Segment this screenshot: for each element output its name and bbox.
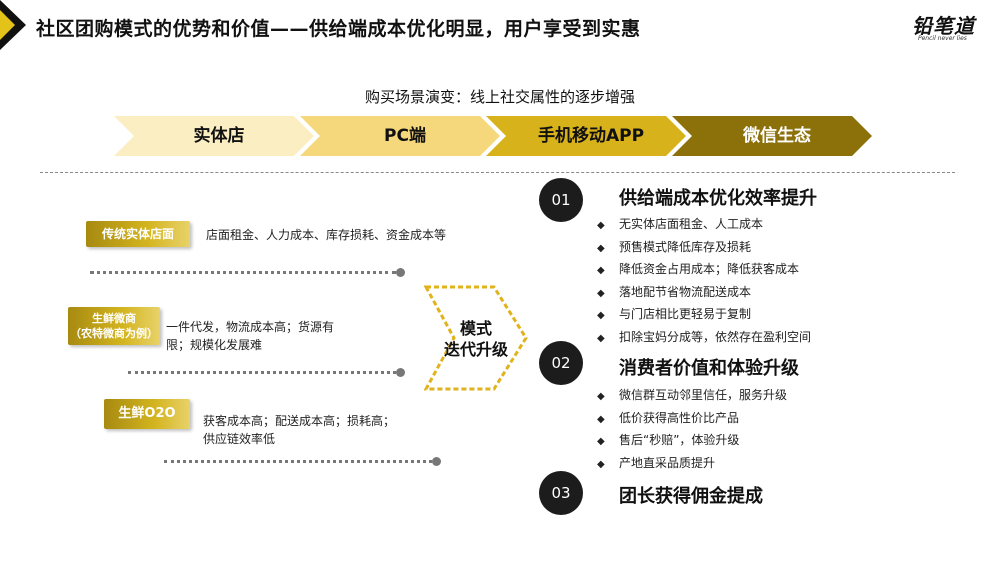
section-number-03: 03 <box>539 471 583 515</box>
list-item: ◆与门店相比更轻易于复制 <box>597 303 811 326</box>
model-tag-line2: （农特微商为例） <box>70 327 158 340</box>
stage-label-3: 手机移动APP <box>537 126 645 146</box>
list-item: ◆降低资金占用成本；降低获客成本 <box>597 258 811 281</box>
stage-chevrons-graphic <box>114 116 872 156</box>
section-title-supply: 供给端成本优化效率提升 <box>619 188 817 209</box>
logo-text: 铅笔道 <box>912 14 975 38</box>
stage-chevron-4 <box>672 116 872 156</box>
iteration-arrow-icon <box>424 285 528 391</box>
model-tag-fresh-wechat-business: 生鲜微商 （农特微商为例） <box>68 307 160 345</box>
diamond-bullet-icon: ◆ <box>597 391 605 402</box>
section-title-leader: 团长获得佣金提成 <box>619 486 763 507</box>
model-desc-line2: 供应链效率低 <box>203 432 276 446</box>
model-desc-fresh-o2o: 获客成本高；配送成本高；损耗高； 供应链效率低 <box>203 412 395 448</box>
section-number-01: 01 <box>539 178 583 222</box>
stage-label-1: 实体店 <box>193 126 245 146</box>
stage-chevron-3 <box>486 116 686 156</box>
diamond-bullet-icon: ◆ <box>597 413 605 425</box>
diamond-bullet-icon: ◆ <box>597 332 605 344</box>
model-dotted-line-3 <box>164 460 432 464</box>
logo-subtext: Pencil never lies <box>918 35 967 42</box>
model-desc-physical-store: 店面租金、人力成本、库存损耗、资金成本等 <box>206 228 447 242</box>
page-title: 社区团购模式的优势和价值——供给端成本优化明显，用户享受到实惠 <box>36 18 641 40</box>
iteration-label-line2: 迭代升级 <box>443 340 508 359</box>
list-item: ◆无实体店面租金、人工成本 <box>597 213 811 236</box>
diamond-bullet-icon: ◆ <box>597 265 605 276</box>
model-dot-end-2 <box>396 368 405 377</box>
brand-logo: 铅笔道 Pencil never lies <box>906 8 990 46</box>
diamond-bullet-icon: ◆ <box>597 458 605 470</box>
stage-label-2: PC端 <box>384 126 426 146</box>
model-tag-line1: 生鲜微商 <box>92 312 136 325</box>
section-divider <box>40 172 955 173</box>
diamond-bullet-icon: ◆ <box>597 242 605 254</box>
model-desc-line1: 获客成本高；配送成本高；损耗高； <box>203 414 396 428</box>
list-item: ◆售后“秒赔”，体验升级 <box>597 429 787 452</box>
section-title-consumer: 消费者价值和体验升级 <box>619 358 799 379</box>
list-item: ◆低价获得高性价比产品 <box>597 407 787 430</box>
supply-benefit-list: ◆无实体店面租金、人工成本 ◆预售模式降低库存及损耗 ◆降低资金占用成本；降低获… <box>597 213 811 348</box>
consumer-benefit-list: ◆微信群互动邻里信任，服务升级 ◆低价获得高性价比产品 ◆售后“秒赔”，体验升级… <box>597 384 787 474</box>
model-dotted-line-1 <box>90 271 396 275</box>
iteration-label: 模式 迭代升级 <box>438 318 514 360</box>
list-item: ◆扣除宝妈分成等，依然存在盈利空间 <box>597 326 811 349</box>
stage-flow: 实体店 PC端 手机移动APP 微信生态 <box>114 116 874 156</box>
model-tag-physical-store: 传统实体店面 <box>86 221 190 247</box>
diamond-bullet-icon: ◆ <box>597 220 605 231</box>
corner-accent-shape <box>0 0 26 50</box>
model-dotted-line-2 <box>128 371 396 375</box>
diamond-bullet-icon: ◆ <box>597 436 605 447</box>
model-desc-fresh-wechat-business: 一件代发，物流成本高；货源有 限；规模化发展难 <box>166 318 334 354</box>
model-desc-line1: 一件代发，物流成本高；货源有 <box>166 320 335 334</box>
diamond-bullet-icon: ◆ <box>597 287 605 299</box>
model-dot-end-1 <box>396 268 405 277</box>
stage-chevron-2 <box>300 116 500 156</box>
stage-chevron-1 <box>114 116 314 156</box>
list-item: ◆预售模式降低库存及损耗 <box>597 236 811 259</box>
list-item: ◆产地直采品质提升 <box>597 452 787 475</box>
stage-label-4: 微信生态 <box>743 126 811 146</box>
model-dot-end-3 <box>432 457 441 466</box>
diamond-bullet-icon: ◆ <box>597 310 605 321</box>
model-desc-line2: 限；规模化发展难 <box>166 338 263 352</box>
section-number-02: 02 <box>539 341 583 385</box>
list-item: ◆微信群互动邻里信任，服务升级 <box>597 384 787 407</box>
scene-subtitle: 购买场景演变：线上社交属性的逐步增强 <box>364 88 635 106</box>
model-tag-fresh-o2o: 生鲜O2O <box>104 399 190 429</box>
iteration-label-line1: 模式 <box>459 319 492 338</box>
list-item: ◆落地配节省物流配送成本 <box>597 281 811 304</box>
